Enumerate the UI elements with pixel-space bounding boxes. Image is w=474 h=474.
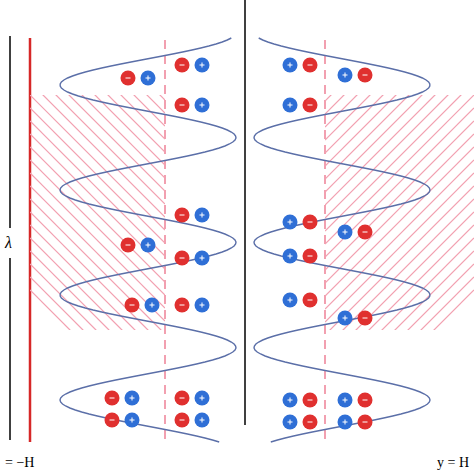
hatch-line [30, 108, 165, 243]
ion [338, 225, 353, 240]
ion [125, 413, 140, 428]
ion [283, 249, 298, 264]
wall-line [29, 38, 32, 442]
hatch-line [30, 173, 165, 308]
hatch-line [325, 95, 474, 179]
wavelength-label: λ [4, 234, 13, 252]
hatch-line [325, 95, 474, 205]
ion [283, 58, 298, 73]
hatch-line [325, 199, 474, 330]
wave-curve [60, 38, 236, 442]
ion [175, 391, 190, 406]
ion [358, 393, 373, 408]
ion [338, 415, 353, 430]
ion [195, 98, 210, 113]
ion [283, 98, 298, 113]
ion [195, 251, 210, 266]
ion [195, 413, 210, 428]
hatch-line [325, 277, 474, 330]
ion [175, 208, 190, 223]
ion [338, 393, 353, 408]
ion [105, 413, 120, 428]
ion [303, 98, 318, 113]
ion [175, 298, 190, 313]
ion [358, 311, 373, 326]
hatch-line [325, 225, 474, 330]
hatch-line [30, 95, 165, 230]
hatch-line [30, 251, 165, 330]
wall-position-label: = −H [4, 455, 35, 470]
ion [303, 393, 318, 408]
ion [283, 415, 298, 430]
hatch-line [325, 186, 474, 330]
shear-plane [164, 40, 166, 442]
ion [125, 298, 140, 313]
ion [145, 298, 160, 313]
ion [175, 413, 190, 428]
ion [121, 71, 136, 86]
hatch-region [30, 95, 165, 330]
ion [358, 415, 373, 430]
ion [105, 391, 120, 406]
hatch-line [325, 238, 474, 330]
hatch-line [30, 147, 165, 282]
ion [125, 391, 140, 406]
wall-position-label: y = H [436, 455, 470, 470]
ion [338, 311, 353, 326]
ion [195, 391, 210, 406]
ion [303, 215, 318, 230]
ion [283, 215, 298, 230]
ion [175, 251, 190, 266]
hatch-region [325, 95, 474, 330]
ion [358, 68, 373, 83]
wavelength-bracket [9, 36, 11, 228]
ion [175, 58, 190, 73]
hatch-line [325, 251, 474, 330]
hatch-line [30, 290, 165, 330]
hatch-line [30, 277, 165, 330]
ion [303, 415, 318, 430]
hatch-line [30, 95, 165, 217]
ion-pairs [105, 58, 373, 430]
hatch-line [30, 225, 165, 330]
wavelength-bracket [9, 258, 11, 440]
ion [303, 293, 318, 308]
hatch-line [30, 134, 165, 269]
hatch-line [325, 95, 474, 101]
ion [338, 68, 353, 83]
ion [195, 208, 210, 223]
ion [303, 58, 318, 73]
ion [358, 225, 373, 240]
ion [195, 298, 210, 313]
ion [283, 293, 298, 308]
ion [195, 58, 210, 73]
ion [121, 238, 136, 253]
hatch-line [30, 95, 165, 191]
hatch-line [325, 95, 474, 231]
panel-divider [244, 0, 246, 425]
hatch-line [325, 264, 474, 330]
hatch-line [30, 160, 165, 295]
hatch-line [30, 121, 165, 256]
ion [141, 71, 156, 86]
ion [175, 98, 190, 113]
ion [283, 393, 298, 408]
wave-curve [254, 38, 430, 442]
ion [303, 249, 318, 264]
ion [141, 238, 156, 253]
